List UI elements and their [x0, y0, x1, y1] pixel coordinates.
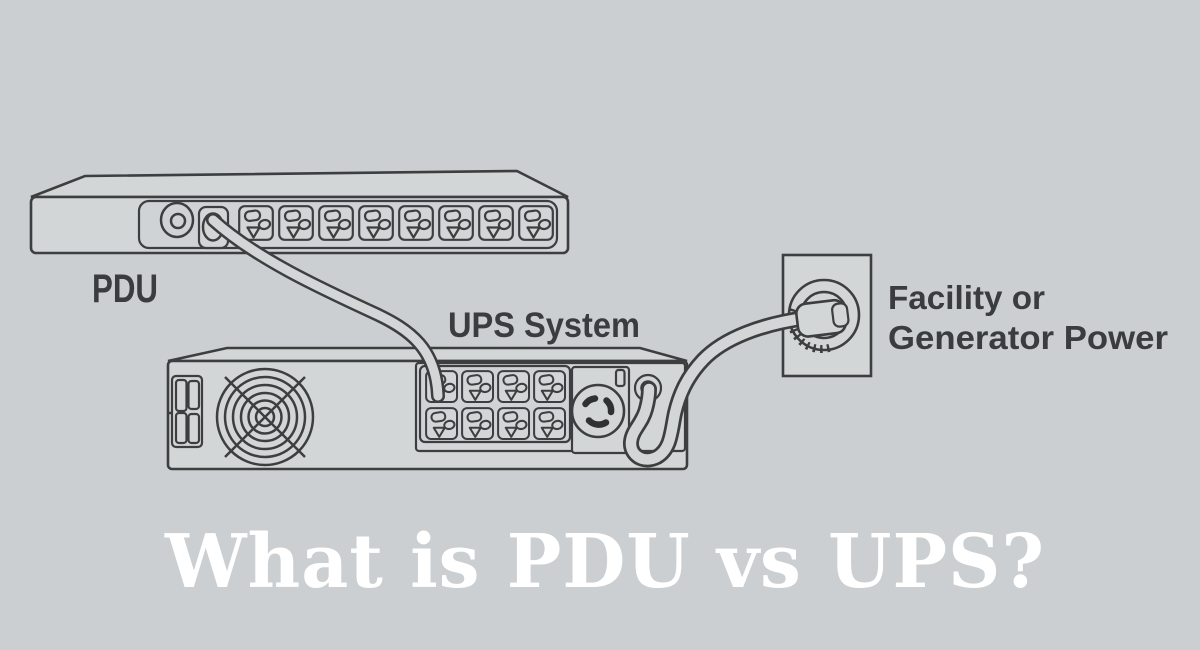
page-title: What is PDU vs UPS? — [164, 519, 1045, 605]
pdu-to-ups-cable — [206, 213, 445, 403]
ups-device — [166, 346, 689, 471]
power-indicator — [614, 368, 626, 388]
twist-lock-outlet-panel — [570, 365, 631, 455]
ups-to-wall-cable — [623, 310, 814, 468]
outlet-icon — [278, 205, 314, 241]
outlet-icon — [318, 205, 354, 241]
outlet-icon — [238, 205, 274, 241]
outlet-icon — [497, 370, 531, 404]
outlet-icon — [518, 205, 554, 241]
facility-label-line2: Generator Power — [888, 319, 1168, 356]
pdu-device — [29, 169, 570, 255]
outlet-icon — [533, 370, 567, 404]
outlet-icon — [438, 205, 474, 241]
outlet-icon — [461, 370, 495, 404]
outlet-icon — [497, 407, 531, 441]
ups-label: UPS System — [448, 306, 640, 345]
battery-connector-slots — [170, 374, 204, 449]
outlet-icon — [461, 407, 495, 441]
power-plug-icon — [795, 298, 850, 338]
outlet-icon — [533, 407, 567, 441]
outlet-icon — [358, 205, 394, 241]
pdu-meter-dial-icon — [159, 201, 195, 239]
pdu-top-face — [30, 169, 569, 199]
twist-lock-outlet-icon — [570, 383, 626, 439]
pdu-label: PDU — [92, 267, 158, 311]
cooling-fan-icon — [215, 367, 315, 467]
outlet-icon — [398, 205, 434, 241]
facility-label-line1: Facility or — [888, 279, 1045, 316]
outlet-icon — [425, 407, 459, 441]
outlet-icon — [478, 205, 514, 241]
